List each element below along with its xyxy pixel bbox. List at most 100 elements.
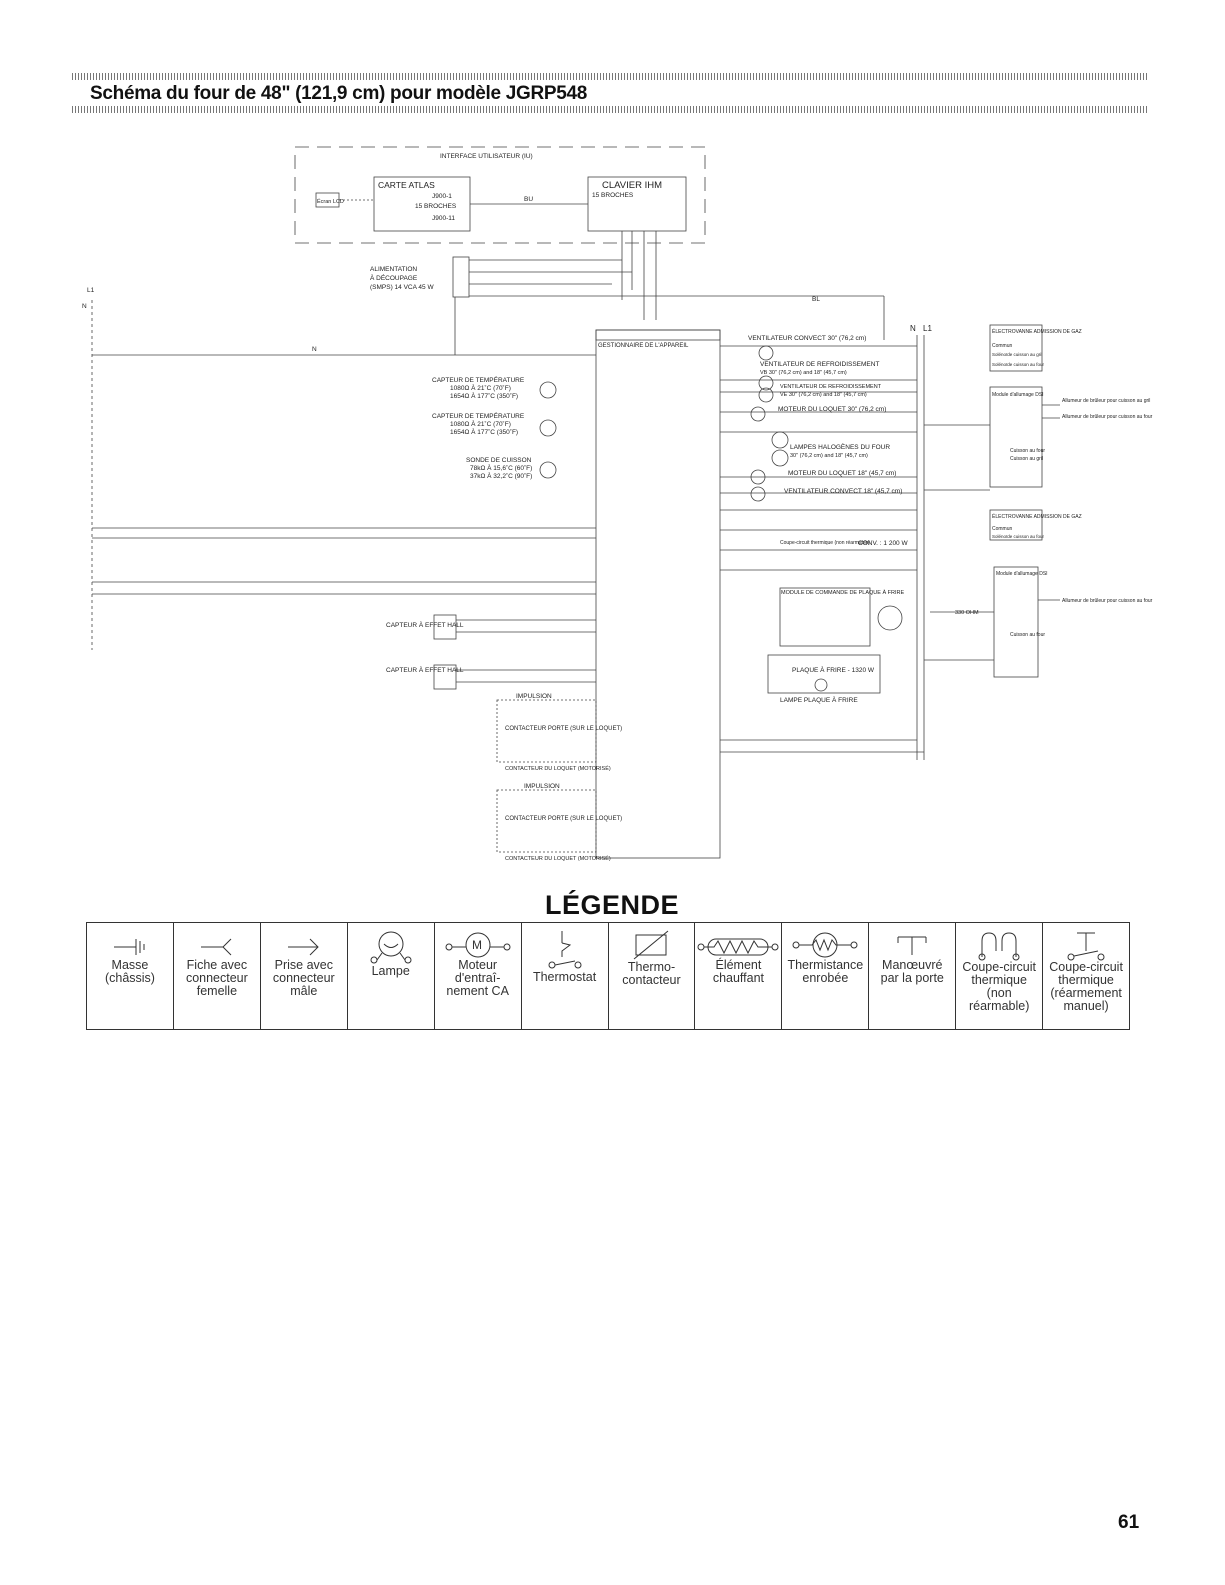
legend-label-motor: Moteur d'entraî- nement CA: [446, 958, 509, 998]
ihm-label: CLAVIER IHM: [602, 180, 662, 191]
cutout-icon: [978, 932, 1020, 961]
legend-cell-cutout: Coupe-circuit thermique (non réarmable): [956, 923, 1044, 1029]
fan-cool-b-label: VB 30" (76,2 cm) and 18" (45,7 cm): [760, 370, 847, 376]
legend-label-thermostat: Thermostat: [532, 970, 597, 984]
door-contact-label-1: CONTACTEUR PORTE (SUR LE LOQUET): [505, 726, 622, 732]
temp-sensor-2: [539, 419, 557, 437]
user-interface-box: [294, 146, 706, 244]
temp-sensor-1c-label: 1654Ω À 177˚C (350˚F): [450, 391, 518, 400]
griddle-label: PLAQUE À FRIRE - 1320 W: [792, 665, 875, 674]
atlas-pins3: J900-11: [432, 215, 455, 222]
hall-sensor-2: [433, 664, 457, 690]
lamp-icon: [370, 931, 412, 964]
griddle-lamp: [814, 678, 828, 692]
l1-right-label: L1: [923, 324, 932, 333]
ignition-module-1: [989, 386, 1043, 488]
legend-label-thermo-contactor: Thermo- contacteur: [622, 960, 681, 987]
page-title: Schéma du four de 48" (121,9 cm) pour mo…: [90, 83, 588, 104]
temp-sensor-1-label: CAPTEUR DE TEMPÉRATURE: [432, 375, 525, 384]
legend-label-door-switch: Manœuvré par la porte: [880, 958, 944, 985]
cooling-fan-2-motor: [758, 387, 774, 403]
atlas-pins: J900-1: [432, 193, 452, 200]
latch-motor-30-label: MOTEUR DU LOQUET 30" (76,2 cm): [778, 406, 886, 413]
ignition-module-2: [993, 566, 1039, 678]
cutout-manual-icon: [1067, 932, 1105, 961]
gas-valve-label-2: ÉLECTROVANNE ADMISSION DE GAZ: [992, 513, 1082, 520]
legend-cell-thermo-contactor: Thermo- contacteur: [609, 923, 696, 1029]
n-label-1: N: [312, 346, 317, 353]
igniter-grill-label: Allumeur de brûleur pour cuisson au gril: [1062, 398, 1150, 404]
page-number: 61: [1118, 1512, 1140, 1533]
bl-label-top: BL: [812, 296, 820, 303]
latch-motor-18: [750, 469, 766, 485]
igniter-oven-label-1: Allumeur de brûleur pour cuisson au four: [1062, 414, 1153, 420]
halogen-lamps: [771, 431, 789, 449]
thermistor-icon: [792, 932, 858, 958]
latch-contact-label-1: CONTACTEUR DU LOQUET (MOTORISÉ): [505, 765, 611, 772]
probe-b-label: 78kΩ À 15,6˚C (60˚F): [470, 463, 532, 472]
conv-element-label: CONV. : 1 200 W: [858, 540, 908, 547]
thermal-cutout-label: Coupe-circuit thermique (non réarmable): [780, 540, 870, 546]
cuisson-four-label-1: Cuisson au four: [1010, 448, 1045, 454]
legend-label-lamp: Lampe: [371, 964, 410, 978]
fan-cool-label: VENTILATEUR DE REFROIDISSEMENT: [760, 361, 879, 368]
fan-conv-18-label: VENTILATEUR CONVECT 18" (45,7 cm): [784, 488, 902, 495]
bu-label: BU: [524, 196, 533, 203]
ohm-label: 330 OHM: [955, 610, 979, 616]
convection-fan-18-motor: [750, 486, 766, 502]
legend-label-cutout-manual: Coupe-circuit thermique (réarmement manu…: [1049, 960, 1123, 1013]
legend-cell-door-switch: Manœuvré par la porte: [869, 923, 957, 1029]
temp-sensor-2-label: CAPTEUR DE TEMPÉRATURE: [432, 411, 525, 420]
fan-cool-2-label: VENTILATEUR DE REFROIDISSEMENT: [780, 384, 882, 390]
griddle-module-label: MODULE DE COMMANDE DE PLAQUE À FRIRE: [781, 589, 904, 596]
atlas-pins2: 15 BROCHES: [415, 203, 457, 210]
legend-cell-cutout-manual: Coupe-circuit thermique (réarmement manu…: [1043, 923, 1129, 1029]
cuisson-four-label-2: Cuisson au four: [1010, 632, 1045, 638]
legend-label-heating-element: Élément chauffant: [712, 958, 765, 985]
legend-label-female-plug: Fiche avec connecteur femelle: [185, 958, 248, 998]
impulsion-label-1: IMPULSION: [516, 693, 552, 700]
thermostat-icon: [548, 931, 582, 969]
door-contact-label-2: CONTACTEUR PORTE (SUR LE LOQUET): [505, 816, 622, 822]
igniter-oven-label-2: Allumeur de brûleur pour cuisson au four: [1062, 598, 1153, 604]
fan-conv-30-label: VENTILATEUR CONVECT 30" (76,2 cm): [748, 335, 866, 342]
thermo-contactor-icon: [634, 930, 669, 960]
fan-cool-2b-label: VE 30" (76,2 cm) and 18" (45,7 cm): [780, 392, 867, 398]
halogen-label: LAMPES HALOGÈNES DU FOUR: [790, 442, 890, 451]
temp-sensor-1b-label: 1080Ω À 21˚C (70˚F): [450, 383, 511, 392]
hall-1-label: CAPTEUR À EFFET HALL: [386, 620, 464, 629]
legend-cell-motor: M Moteur d'entraî- nement CA: [435, 923, 522, 1029]
atlas-label: CARTE ATLAS: [378, 180, 435, 190]
n-right-label: N: [910, 324, 916, 333]
common-label-2: Commun: [992, 526, 1013, 532]
l1-left-label: L1: [87, 287, 95, 294]
cuisson-gril-label: Cuisson au gril: [1010, 456, 1043, 462]
gas-valve-box-1: [989, 324, 1043, 372]
sol-oven-label-1: Solénoïde cuisson au four: [992, 362, 1045, 367]
title-rule: [72, 106, 1147, 113]
ihm-pins: 15 BROCHES: [592, 192, 634, 199]
gas-valve-box-2: [989, 509, 1043, 541]
legend-cell-thermistor: Thermistance enrobée: [782, 923, 870, 1029]
female-plug-icon: [200, 938, 232, 956]
smps-label-1: ALIMENTATION: [370, 266, 417, 273]
temp-sensor-2b-label: 1080Ω À 21˚C (70˚F): [450, 419, 511, 428]
legend-cell-lamp: Lampe: [348, 923, 435, 1029]
n-left-label: N: [82, 303, 87, 310]
svg-text:M: M: [472, 938, 482, 952]
legend-title: LÉGENDE: [545, 890, 680, 920]
hall-2-label: CAPTEUR À EFFET HALL: [386, 665, 464, 674]
legend-cell-ground: Masse (châssis): [87, 923, 174, 1029]
temp-sensor-1: [539, 381, 557, 399]
temp-sensor-2c-label: 1654Ω À 177˚C (350˚F): [450, 427, 518, 436]
smps-label-3: (SMPS) 14 VCA 45 W: [370, 284, 434, 291]
legend-cell-female-plug: Fiche avec connecteur femelle: [174, 923, 261, 1029]
griddle-circuit: [767, 654, 881, 694]
hall-sensor-1: [433, 614, 457, 640]
motor-icon: M: [445, 932, 511, 958]
smps-label-2: À DÉCOUPAGE: [370, 273, 418, 282]
smps-box: [452, 256, 470, 298]
lcd-label: Écran LCD: [317, 198, 344, 205]
ignition-module-label-2: Module d'allumage DSI: [996, 571, 1048, 577]
legend-label-male-plug: Prise avec connecteur mâle: [272, 958, 335, 998]
